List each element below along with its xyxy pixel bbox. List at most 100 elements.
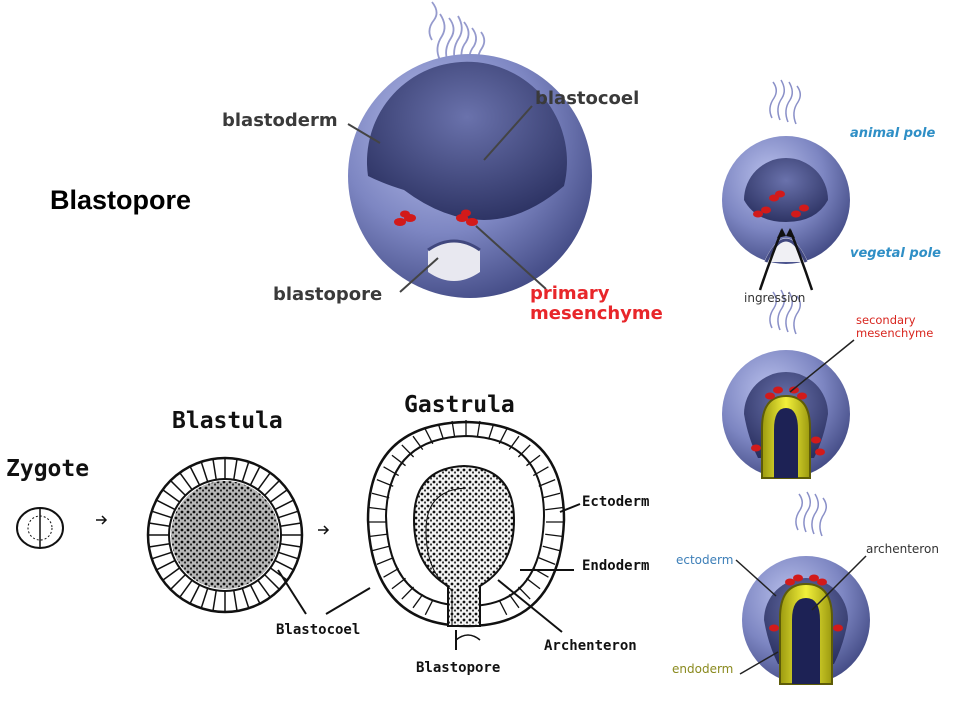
blastula-cell-wall xyxy=(269,567,288,581)
ingression-label: ingression xyxy=(744,291,806,305)
gastrula-cell-wall xyxy=(508,435,520,451)
blastula-drawing xyxy=(146,456,330,615)
blastocoel-label: blastocoel xyxy=(535,88,640,109)
blastula-cell-wall xyxy=(200,461,209,482)
gastrula-cell-wall xyxy=(476,420,481,437)
animal-pole-label: animal pole xyxy=(850,126,936,141)
right-blastula-ingression-illustration xyxy=(722,79,850,291)
gastrula-label: Gastrula xyxy=(404,392,515,418)
blastula-cell-wall xyxy=(151,510,172,519)
blastula-cell-wall xyxy=(156,559,176,571)
gastrula-cell-wall xyxy=(487,423,495,440)
ectoderm-label: Ectoderm xyxy=(582,494,650,510)
secondary-mesenchyme-line1: secondary xyxy=(856,313,916,327)
blastula-cell-wall xyxy=(162,567,181,581)
gastrula-cell-wall xyxy=(542,492,561,499)
blastula-cell-wall xyxy=(249,466,261,486)
blastula-cell-wall xyxy=(170,574,186,590)
gastrula-cell-wall xyxy=(412,435,424,451)
blastula-cell-wall xyxy=(257,579,271,598)
blastula-cell-wall xyxy=(249,584,261,604)
blastula-cell-wall xyxy=(278,551,299,560)
blastula-cell-wall xyxy=(274,499,294,511)
primary-mesenchyme-label: primary mesenchyme xyxy=(530,284,663,324)
right-ectoderm-label: ectoderm xyxy=(676,553,734,567)
gastrula-cell-wall xyxy=(545,533,564,538)
blastula-cell-wall xyxy=(274,559,294,571)
blastula-cell-wall xyxy=(269,489,288,503)
blastula-cell-wall xyxy=(151,551,172,560)
blastula-cell-wall xyxy=(156,499,176,511)
blastula-cell-wall xyxy=(278,510,299,519)
blastula-cell-wall xyxy=(280,522,302,527)
right-archenteron-label: archenteron xyxy=(866,542,939,556)
blastula-cell-wall xyxy=(241,461,250,482)
gastrula-cell-wall xyxy=(391,577,406,590)
endoderm-label: Endoderm xyxy=(582,558,650,574)
gastrula-drawing xyxy=(325,420,581,650)
archenteron-label: Archenteron xyxy=(544,638,637,654)
gastrula-cell-wall xyxy=(498,428,508,445)
gastrula-cell-wall xyxy=(391,454,406,467)
top-blastula-illustration xyxy=(347,1,592,298)
blastula-cell-wall xyxy=(189,466,201,486)
blastula-cell-wall xyxy=(233,590,238,612)
gastrula-cell-wall xyxy=(526,577,541,590)
gastrula-cell-wall xyxy=(401,444,415,458)
gastrula-cell-wall xyxy=(532,466,549,477)
secondary-mesenchyme-label: secondary mesenchyme xyxy=(856,314,933,340)
blastula-cell-wall xyxy=(189,584,201,604)
blastula-cell-wall xyxy=(264,574,280,590)
gastrula-cell-wall xyxy=(508,593,520,609)
blastula-cell-wall xyxy=(257,472,271,491)
gastrula-cell-wall xyxy=(401,586,415,600)
zygote-drawing xyxy=(16,507,108,549)
blastula-cell-wall xyxy=(148,522,170,527)
blastula-cell-wall xyxy=(162,489,181,503)
gastrula-cell-wall xyxy=(437,423,445,440)
blastula-cell-wall xyxy=(179,579,193,598)
gastrula-cell-wall xyxy=(368,506,387,511)
gastrula-cell-wall xyxy=(424,428,434,445)
blastula-cell-wall xyxy=(200,588,209,609)
gastrula-cell-wall xyxy=(424,599,434,616)
gastrula-cell-wall xyxy=(542,545,561,552)
gastrula-cell-wall xyxy=(517,444,531,458)
vegetal-pole-label: vegetal pole xyxy=(850,246,941,261)
gastrula-cell-wall xyxy=(498,599,508,616)
gastrula-cell-wall xyxy=(368,533,387,538)
blastopore-bottom-label: Blastopore xyxy=(416,660,501,676)
blastula-cell-wall xyxy=(179,472,193,491)
blastopore-label: blastopore xyxy=(273,284,383,305)
blastocoel-bottom-label: Blastocoel xyxy=(276,622,361,638)
blastoderm-label: blastoderm xyxy=(222,110,338,131)
gastrula-cell-wall xyxy=(376,479,394,487)
blastula-cell-wall xyxy=(233,458,238,480)
gastrula-cell-wall xyxy=(371,545,390,552)
zygote-label: Zygote xyxy=(6,456,90,482)
gastrula-cell-wall xyxy=(545,506,564,511)
gastrula-cell-wall xyxy=(371,492,390,499)
gastrula-cell-wall xyxy=(538,479,556,487)
gastrula-cell-wall xyxy=(451,420,456,437)
blastula-cell-wall xyxy=(212,590,217,612)
right-early-gastrula-illustration xyxy=(722,289,855,479)
gastrula-cell-wall xyxy=(526,454,541,467)
gastrula-cell-wall xyxy=(538,557,556,565)
secondary-mesenchyme-line2: mesenchyme xyxy=(856,326,934,340)
gastrula-cell-wall xyxy=(412,593,424,609)
blastula-cell-wall xyxy=(170,480,186,496)
right-endoderm-label: endoderm xyxy=(672,662,734,676)
blastula-cell-wall xyxy=(264,480,280,496)
gastrula-cell-wall xyxy=(383,567,400,578)
gastrula-cell-wall xyxy=(517,586,531,600)
blastula-cell-wall xyxy=(212,458,217,480)
primary-mesenchyme-line1: primary xyxy=(530,283,610,304)
primary-mesenchyme-line2: mesenchyme xyxy=(530,303,663,324)
blastula-label: Blastula xyxy=(172,408,283,434)
blastula-cell-wall xyxy=(280,543,302,548)
right-late-gastrula-illustration xyxy=(735,491,870,685)
page-title: Blastopore xyxy=(50,185,192,215)
gastrula-cell-wall xyxy=(376,557,394,565)
